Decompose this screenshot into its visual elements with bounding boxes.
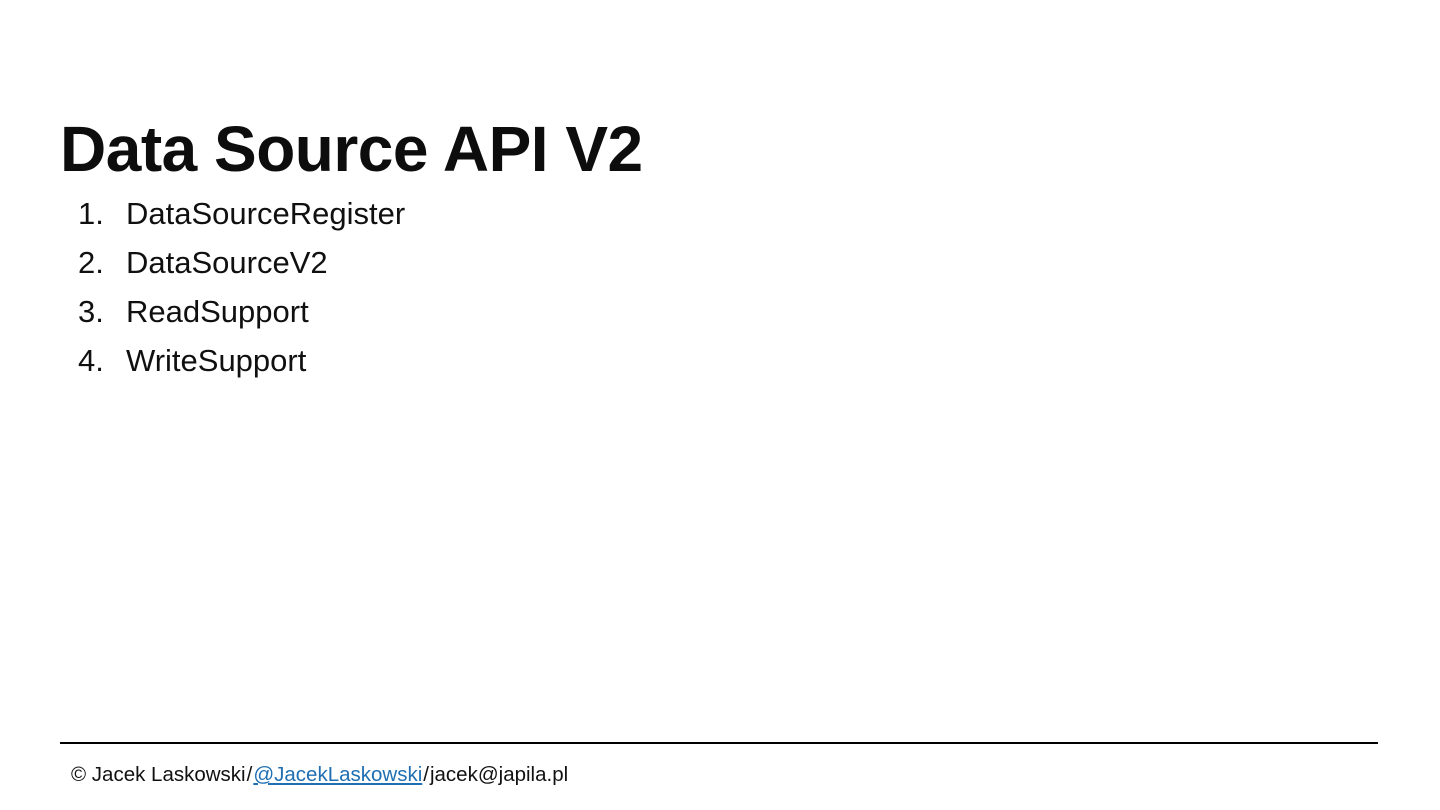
- list-item-number: 2.: [78, 245, 104, 280]
- list-item-number: 3.: [78, 294, 104, 329]
- footer-copyright: © Jacek Laskowski: [71, 763, 246, 786]
- list-item-label: DataSourceV2: [126, 245, 328, 280]
- footer-divider: [60, 742, 1378, 744]
- list-item-label: ReadSupport: [126, 294, 309, 329]
- footer: © Jacek Laskowski/@JacekLaskowski/jacek@…: [71, 761, 568, 789]
- list-item: 1. DataSourceRegister: [60, 193, 1380, 242]
- footer-email: jacek@japila.pl: [429, 763, 569, 786]
- ordered-list: 1. DataSourceRegister 2. DataSourceV2 3.…: [60, 193, 1380, 389]
- list-item-label: DataSourceRegister: [126, 196, 406, 231]
- page-title: Data Source API V2: [60, 112, 643, 185]
- footer-separator: /: [423, 763, 429, 786]
- list-item-number: 1.: [78, 196, 104, 231]
- list-item: 3. ReadSupport: [60, 291, 1380, 340]
- twitter-handle-link[interactable]: @JacekLaskowski: [253, 763, 423, 786]
- list-item: 4. WriteSupport: [60, 340, 1380, 389]
- footer-separator: /: [246, 763, 253, 786]
- list-item-label: WriteSupport: [126, 343, 307, 378]
- list-item-number: 4.: [78, 343, 104, 378]
- list-item: 2. DataSourceV2: [60, 242, 1380, 291]
